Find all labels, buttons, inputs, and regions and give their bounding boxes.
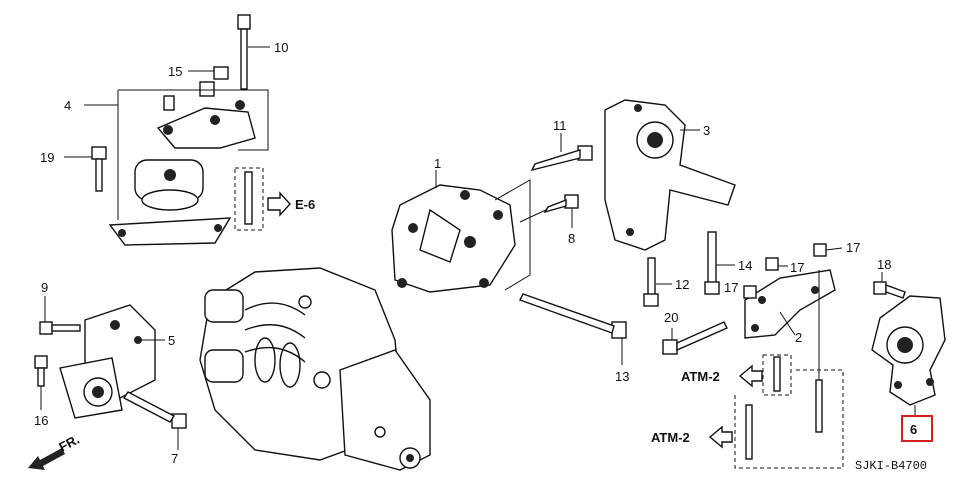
part-2-bracket[interactable] [744,269,836,339]
part-17-nut-c[interactable] [743,285,757,299]
callout-7[interactable]: 7 [171,451,178,466]
callout-1[interactable]: 1 [434,156,441,171]
callout-9[interactable]: 9 [41,280,48,295]
callout-11[interactable]: 11 [553,118,567,133]
callout-5[interactable]: 5 [168,333,175,348]
callout-2[interactable]: 2 [795,330,802,345]
callout-16[interactable]: 16 [34,413,48,428]
engine-block [199,267,431,471]
callout-4[interactable]: 4 [64,98,71,113]
part-11-bolt[interactable] [530,145,593,172]
callout-13[interactable]: 13 [615,369,629,384]
part-17-nut-b[interactable] [813,243,827,257]
part-17-nut-a[interactable] [765,257,779,271]
callout-20[interactable]: 20 [664,310,678,325]
part-19-bolt[interactable] [91,146,107,192]
front-direction-arrow [28,448,65,470]
callout-17-a[interactable]: 17 [846,240,860,255]
part-13-bolt[interactable] [519,293,627,339]
atm-stud-group-upper [762,354,792,396]
part-1-bracket[interactable] [391,184,516,293]
reference-atm-upper[interactable]: ATM-2 [681,369,720,384]
diagram-code: SJKI-B4700 [855,459,927,473]
part-9-bolt[interactable] [39,321,81,335]
highlight-box [901,415,933,442]
arrow-right-icon [267,191,291,217]
callout-6[interactable]: 6 [910,422,917,437]
callout-17-c[interactable]: 17 [724,280,738,295]
arrow-left-icon [708,425,733,449]
stud-group-e6 [234,167,264,231]
callout-18[interactable]: 18 [877,257,891,272]
part-5-bracket[interactable] [59,304,156,419]
part-6-mount[interactable] [871,295,946,406]
callout-19[interactable]: 19 [40,150,54,165]
part-4-mount-assembly[interactable] [108,81,256,246]
part-20-bolt[interactable] [662,321,728,355]
callout-17-b[interactable]: 17 [790,260,804,275]
callout-12[interactable]: 12 [675,277,689,292]
part-8-bolt[interactable] [543,194,579,214]
part-15-nut[interactable] [213,66,229,80]
part-7-bolt[interactable] [122,391,187,429]
part-18-bolt[interactable] [873,281,906,299]
part-12-bolt[interactable] [643,257,659,307]
callout-14[interactable]: 14 [738,258,752,273]
callout-8[interactable]: 8 [568,231,575,246]
part-16-bolt[interactable] [34,355,48,387]
reference-e6[interactable]: E-6 [295,197,315,212]
part-3-mount[interactable] [604,99,736,251]
arrow-left-icon [738,364,763,388]
part-14-bolt[interactable] [704,231,720,295]
callout-3[interactable]: 3 [703,123,710,138]
reference-atm-lower[interactable]: ATM-2 [651,430,690,445]
callout-10[interactable]: 10 [274,40,288,55]
part-10-bolt[interactable] [237,14,251,90]
callout-15[interactable]: 15 [168,64,182,79]
